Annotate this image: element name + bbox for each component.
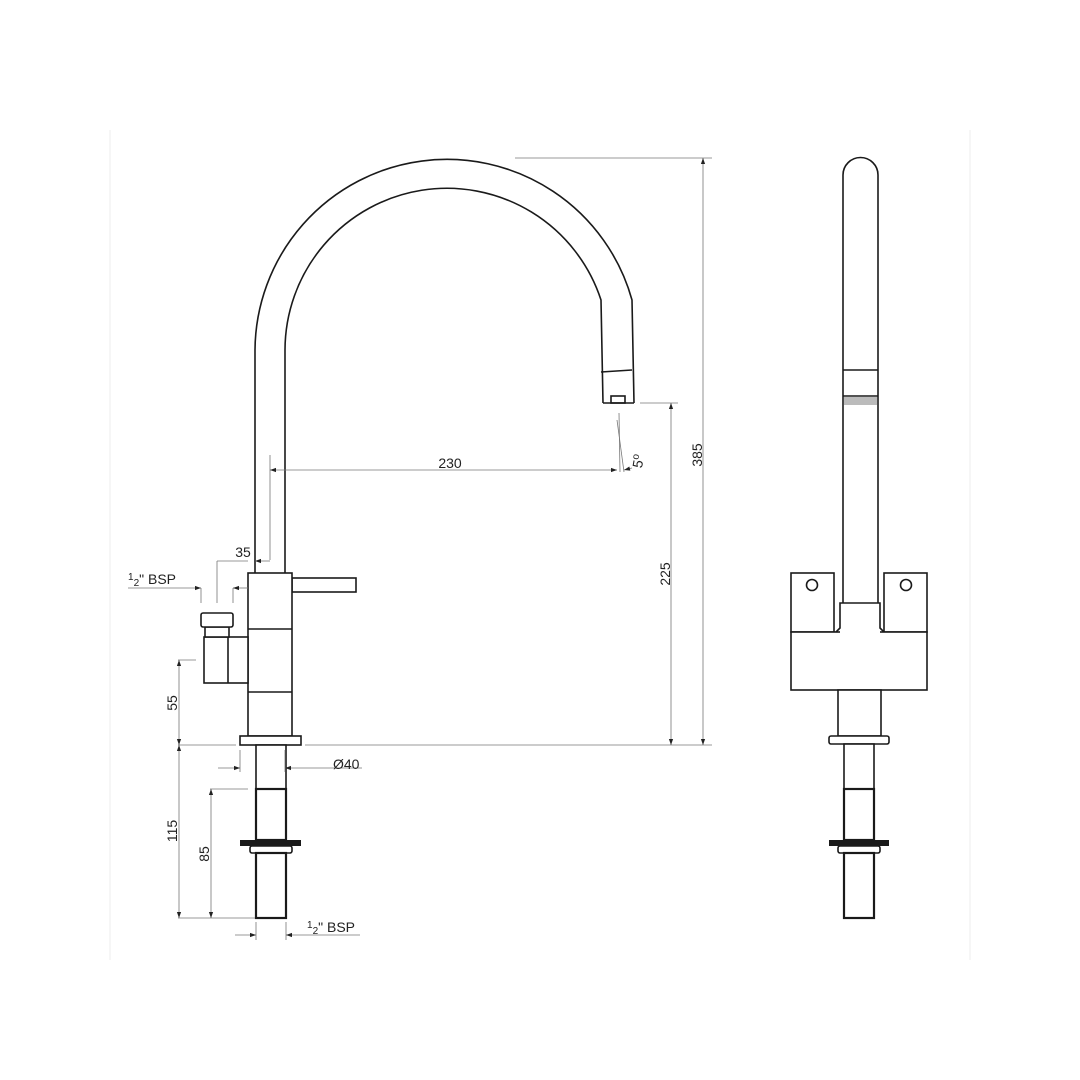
ear-hole-icon (805, 578, 819, 592)
side-threaded-shank (842, 851, 876, 920)
side-base-plate (828, 735, 890, 745)
side-outlet-neck (204, 626, 230, 638)
side-aerator-band (844, 397, 877, 405)
side-stem (837, 689, 882, 737)
body-column (247, 572, 293, 737)
dim-outlet-height: 225 (657, 562, 673, 586)
aerator (610, 395, 626, 404)
front-view (200, 158, 635, 920)
dim-side-inlet-thread: 12" BSP (128, 571, 176, 589)
upper-shank (255, 744, 287, 790)
washer (240, 840, 301, 846)
ear-hole-icon (899, 578, 913, 592)
side-outlet-nut (200, 612, 234, 628)
side-outlet (203, 636, 249, 684)
side-ear-right (883, 572, 928, 633)
dim-overall-height: 385 (689, 443, 705, 467)
side-spout (842, 156, 879, 603)
dim-shank-thread: 12" BSP (307, 919, 355, 937)
dim-spout-angle: 5o (629, 453, 647, 469)
spout-outer (254, 158, 635, 573)
lever-handle (291, 577, 357, 593)
dim-side-inlet-height: 55 (164, 695, 180, 711)
spout-inner (284, 187, 604, 573)
side-washer (829, 840, 889, 846)
spout-aerator-line (600, 369, 633, 373)
side-ear-left (790, 572, 835, 633)
side-body (790, 631, 928, 691)
dim-thread-length: 85 (196, 846, 212, 862)
base-plate (239, 735, 302, 746)
dim-shank-length: 115 (164, 820, 180, 843)
front-dimensions: 385 225 230 5o 35 12" BSP 55 Ø40 115 8 (128, 157, 712, 940)
side-view (790, 156, 928, 920)
side-upper-shank (843, 743, 875, 790)
dim-base-diameter: Ø40 (333, 756, 360, 772)
threaded-shank (254, 851, 288, 920)
dim-lever-offset: 35 (235, 544, 251, 560)
shank (254, 787, 288, 842)
dim-reach: 230 (438, 455, 462, 471)
